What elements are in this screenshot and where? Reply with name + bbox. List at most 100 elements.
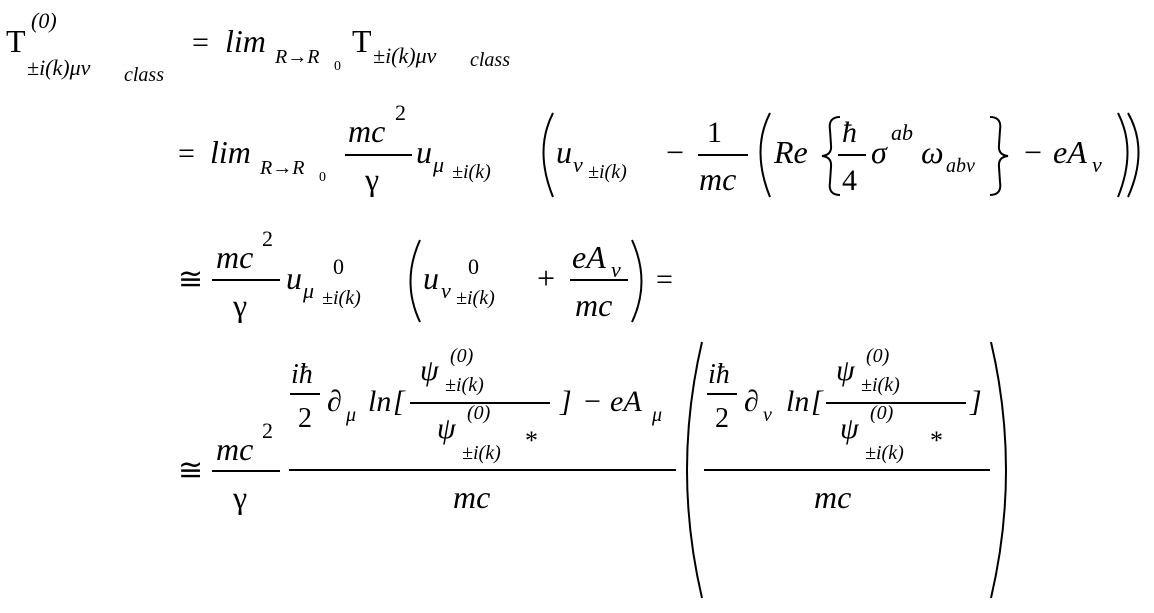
index-subscript: ±i(k) — [865, 442, 904, 464]
index-subscript: ±i(k) — [452, 161, 491, 183]
limit-subscript-zero: 0 — [319, 170, 326, 185]
superscript-order: (0) — [31, 8, 57, 33]
mc-numerator: mc — [348, 113, 385, 149]
limit-subscript-zero: 0 — [334, 59, 341, 74]
u-symbol: u — [416, 134, 432, 170]
psi-symbol: ψ — [420, 354, 440, 387]
inner-paren-open — [759, 112, 771, 198]
limit-subscript: R→R — [259, 157, 304, 179]
mc-denominator: mc — [575, 287, 612, 323]
mc-denominator: mc — [699, 161, 736, 197]
square-exponent: 2 — [395, 100, 406, 125]
bracket-close: ] — [969, 385, 982, 418]
mu-subscript: μ — [302, 278, 314, 303]
zero-superscript: 0 — [333, 254, 344, 279]
two: 2 — [715, 403, 729, 434]
big-paren-close — [990, 341, 1007, 599]
bracket-open: [ — [811, 385, 824, 418]
bracket-open: [ — [393, 385, 406, 418]
psi-superscript: (0) — [866, 345, 890, 367]
limit-word: lim — [210, 134, 251, 170]
class-subscript: class — [124, 64, 164, 86]
index-subscript: ±i(k) — [861, 374, 900, 396]
minus-sign: − — [1024, 134, 1042, 170]
psi-symbol: ψ — [840, 412, 860, 445]
index-subscript: ±i(k) — [445, 374, 484, 396]
mc-denominator: mc — [453, 479, 490, 515]
brace-close — [989, 116, 1009, 196]
tensor-symbol-rhs: T — [352, 23, 372, 59]
psi-superscript: (0) — [450, 345, 474, 367]
nu-subscript: ν — [763, 404, 772, 426]
gamma-denominator: γ — [364, 161, 379, 197]
equals-sign: = — [192, 26, 209, 59]
class-subscript-rhs: class — [470, 49, 510, 71]
conjugate-star: * — [930, 426, 943, 455]
four-denominator: 4 — [842, 164, 857, 197]
partial-operator: ∂ — [744, 385, 759, 418]
conjugate-star: * — [525, 426, 538, 455]
minus-sign: − — [666, 134, 684, 170]
two: 2 — [298, 403, 312, 434]
paren-open — [409, 239, 421, 323]
paren-close — [631, 239, 643, 323]
big-paren-open — [686, 341, 703, 599]
nu-subscript: ν — [1092, 152, 1102, 177]
ln-operator: ln — [786, 385, 809, 418]
equals-sign: = — [178, 137, 195, 170]
mu-subscript: μ — [345, 404, 356, 426]
hbar-numerator: ħ — [842, 116, 857, 149]
sigma-symbol: σ — [871, 134, 888, 170]
equation-line-3: ≅ mc 2 γ u 0 μ ±i(k) u 0 ν ±i(k) + eA ν … — [178, 226, 673, 323]
square-exponent: 2 — [262, 418, 273, 443]
u-symbol: u — [286, 260, 302, 296]
outer-paren-close — [1127, 112, 1140, 198]
ihbar: iħ — [708, 359, 730, 390]
equation-line-2: = lim R→R 0 mc 2 γ u μ ±i(k) u ν ±i(k) −… — [178, 100, 1140, 198]
approx-sign: ≅ — [178, 263, 203, 296]
index-subscript: ±i(k) — [462, 442, 501, 464]
omega-subscript: abν — [946, 155, 975, 177]
psi-superscript: (0) — [467, 402, 491, 424]
u-symbol: u — [556, 134, 572, 170]
tensor-symbol: T — [6, 23, 26, 59]
limit-subscript: R→R — [274, 46, 319, 68]
nu-subscript: ν — [441, 278, 451, 303]
plus-sign: + — [537, 260, 555, 296]
tensor-subscript: ±i(k)μν — [27, 55, 91, 80]
psi-symbol: ψ — [836, 354, 856, 387]
psi-symbol: ψ — [437, 412, 457, 445]
outer-paren-open — [542, 112, 554, 198]
mu-subscript: μ — [651, 404, 662, 426]
charge-potential: eA — [572, 239, 606, 275]
sigma-superscript: ab — [891, 120, 913, 145]
brace-open — [821, 116, 841, 196]
limit-word: lim — [225, 23, 266, 59]
index-subscript: ±i(k) — [588, 161, 627, 183]
inner-paren-close — [1117, 112, 1129, 198]
ihbar: iħ — [291, 359, 313, 390]
nu-subscript: ν — [573, 152, 583, 177]
mc-numerator: mc — [216, 239, 253, 275]
square-exponent: 2 — [262, 226, 273, 251]
mc-numerator: mc — [216, 431, 253, 467]
one-numerator: 1 — [707, 116, 722, 149]
charge-potential: eA — [610, 385, 642, 418]
psi-superscript: (0) — [870, 402, 894, 424]
omega-symbol: ω — [921, 134, 944, 170]
mu-subscript: μ — [432, 152, 444, 177]
equation-line-4: ≅ mc 2 γ iħ 2 ∂ μ ln [ ψ (0) ±i(k) ψ (0)… — [178, 341, 1007, 599]
charge-potential: eA — [1053, 134, 1087, 170]
index-subscript: ±i(k) — [322, 287, 361, 309]
equation-line-1: T (0) ±i(k)μν class = lim R→R 0 T ±i(k)μ… — [6, 8, 510, 86]
nu-subscript: ν — [611, 257, 621, 282]
u-symbol: u — [423, 260, 439, 296]
real-part-operator: Re — [773, 134, 808, 170]
zero-superscript: 0 — [468, 254, 479, 279]
partial-operator: ∂ — [327, 385, 342, 418]
tensor-subscript-rhs: ±i(k)μν — [373, 43, 437, 68]
ln-operator: ln — [368, 385, 391, 418]
approx-sign: ≅ — [178, 454, 203, 487]
mc-denominator: mc — [814, 479, 851, 515]
